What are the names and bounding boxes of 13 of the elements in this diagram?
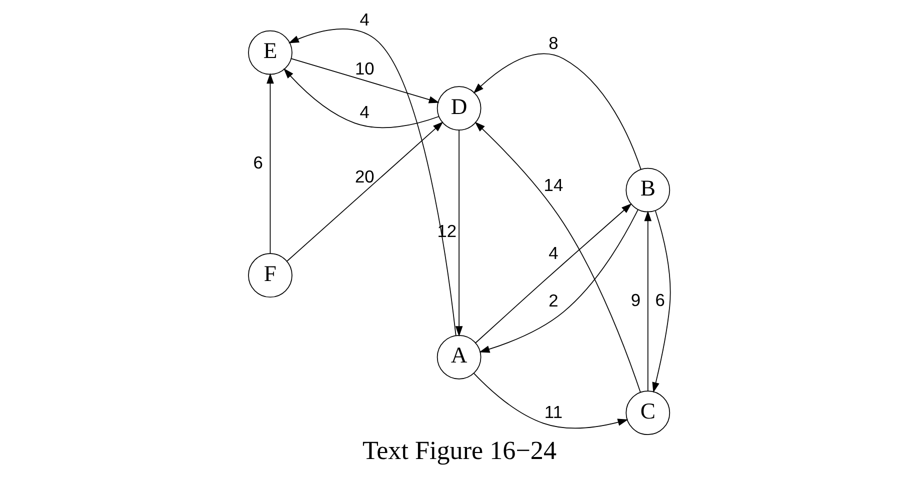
edge-label: 11: [544, 402, 563, 422]
edge-label: 10: [354, 58, 374, 78]
edge-label: 6: [655, 290, 665, 310]
edge-label: 9: [630, 290, 641, 310]
edge-label: 2: [548, 290, 558, 311]
edge-label: 20: [354, 166, 374, 186]
edge-label: 4: [360, 102, 370, 122]
edge-label: 6: [253, 152, 263, 172]
edge-label: 8: [548, 33, 558, 54]
edge-label: 4: [548, 242, 558, 263]
caption: Text Figure 16−24: [362, 436, 557, 465]
edge-label: 14: [544, 174, 564, 195]
edge-label: 4: [360, 10, 370, 30]
